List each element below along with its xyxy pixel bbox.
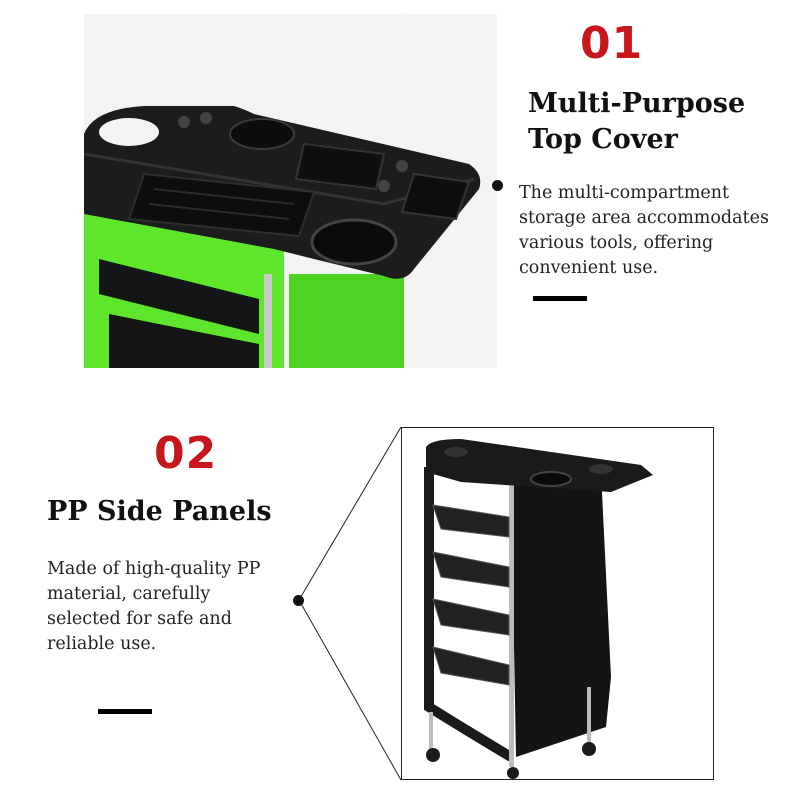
divider-bar	[98, 709, 152, 714]
feature-description: Made of high-quality PP material, carefu…	[47, 557, 292, 657]
description-line: storage area accommodates	[519, 208, 769, 228]
description-line: various tools, offering	[519, 233, 714, 253]
feature-title: Multi-Purpose Top Cover	[528, 86, 788, 158]
feature-title-line: Top Cover	[528, 124, 678, 155]
description-line: Made of high-quality PP	[47, 559, 261, 579]
description-line: The multi-compartment	[519, 183, 730, 203]
description-line: selected for safe and	[47, 609, 232, 629]
divider-bar	[533, 296, 587, 301]
description-line: convenient use.	[519, 258, 659, 278]
top-cover-photo	[84, 14, 497, 368]
feature-title-line: Multi-Purpose	[528, 88, 746, 119]
description-line: material, carefully	[47, 584, 211, 604]
feature-number: 02	[154, 428, 218, 479]
feature-title: PP Side Panels	[47, 496, 272, 527]
connector-dot	[492, 180, 503, 191]
feature-number: 01	[580, 18, 644, 69]
connector-dot	[293, 595, 304, 606]
description-line: reliable use.	[47, 634, 157, 654]
feature-description: The multi-compartment storage area accom…	[519, 181, 794, 281]
side-panels-photo	[401, 427, 714, 780]
